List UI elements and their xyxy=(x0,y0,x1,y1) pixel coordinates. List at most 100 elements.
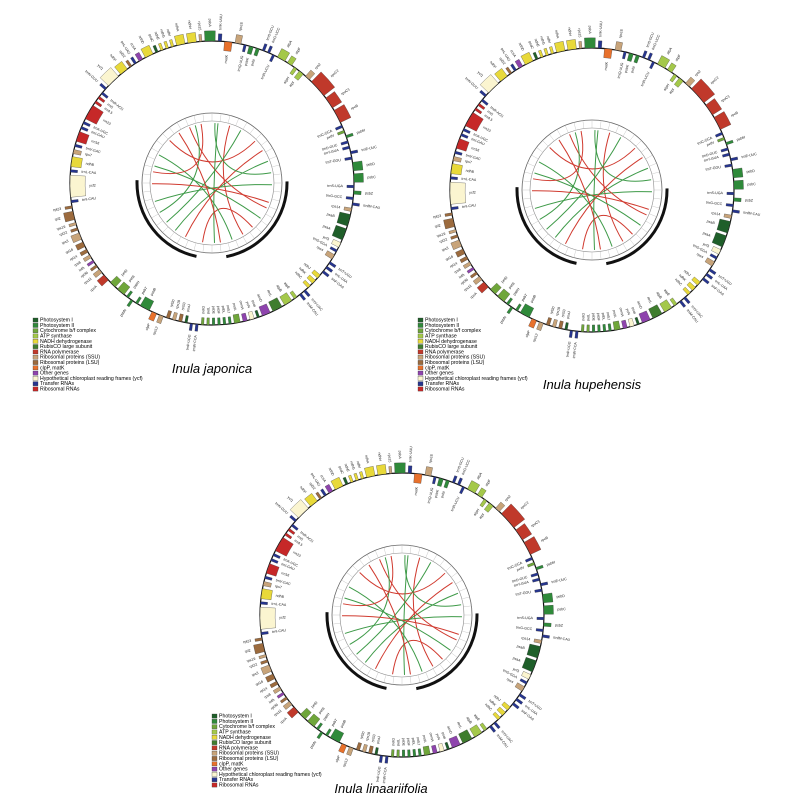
gene-block xyxy=(282,701,293,710)
gc-ring-inner xyxy=(529,127,655,253)
gene-label: rps7 xyxy=(465,159,473,164)
gene-block xyxy=(247,45,254,55)
gene-label: rpoC1 xyxy=(720,94,730,103)
gene-label: accD xyxy=(446,725,453,734)
gene-block xyxy=(90,264,98,272)
gc-tick xyxy=(531,154,539,160)
legend-swatch xyxy=(211,761,218,767)
gene-label: psbM xyxy=(546,560,556,567)
gc-tick xyxy=(193,242,197,251)
gene-block xyxy=(305,69,316,80)
gene-block xyxy=(621,319,628,329)
gene-label: rpoB xyxy=(730,110,739,117)
gene-label: psbT xyxy=(521,292,529,302)
gene-label: rps19 xyxy=(246,657,256,663)
repeat-link xyxy=(538,161,613,247)
gene-block xyxy=(335,124,343,131)
legend-label: Transfer RNAs xyxy=(40,381,75,387)
gene-block xyxy=(333,104,352,123)
gene-label: psbI xyxy=(630,66,636,74)
gene-label: clpP xyxy=(525,329,532,338)
gene-label: ndhB xyxy=(85,162,94,167)
gene-label: matK xyxy=(604,61,609,70)
gene-block xyxy=(422,745,431,756)
gene-label: psaB xyxy=(326,212,336,218)
repeat-link xyxy=(594,130,652,182)
legend-label: RNA polymerase xyxy=(219,745,258,751)
gene-block xyxy=(114,61,128,75)
gene-label: psbA xyxy=(208,19,212,28)
gc-tick xyxy=(622,243,628,251)
gene-label: rpoC1 xyxy=(530,519,540,528)
gene-block xyxy=(477,487,487,498)
gene-block xyxy=(546,317,552,326)
legend-swatch xyxy=(32,317,39,323)
gc-tick xyxy=(445,658,452,665)
gene-block xyxy=(70,227,79,233)
gene-block xyxy=(345,196,354,200)
gene-block xyxy=(724,163,733,168)
gene-block xyxy=(682,286,691,295)
repeat-link xyxy=(348,586,423,672)
gene-block xyxy=(284,532,293,540)
gc-tick xyxy=(341,645,349,651)
gene-block xyxy=(311,71,335,96)
gene-label: psbI xyxy=(250,59,256,67)
gene-block xyxy=(597,40,603,49)
gc-tick xyxy=(524,171,533,175)
gene-block xyxy=(126,290,133,299)
gene-block xyxy=(407,465,413,474)
gene-label: rpl32 xyxy=(308,482,316,491)
gene-label: ccsA xyxy=(509,49,517,58)
gene-block xyxy=(711,232,727,248)
gene-label: psbB xyxy=(340,719,348,729)
gene-label: rpl14 xyxy=(69,254,78,261)
gene-label: trnS-GGA xyxy=(312,236,328,247)
gene-label: trnW-CCA xyxy=(192,334,198,351)
gene-label: trnE-UUC xyxy=(551,577,567,584)
gene-label: psbC xyxy=(557,607,566,611)
gene-block xyxy=(376,464,387,476)
gene-block xyxy=(206,317,210,326)
gene-block xyxy=(704,257,715,267)
gene-block xyxy=(359,471,365,480)
gene-block xyxy=(254,637,263,642)
gc-ring-inner xyxy=(339,552,465,678)
gene-block xyxy=(720,147,729,153)
gene-label: rrn23 xyxy=(482,125,491,133)
gene-label: atpE xyxy=(283,281,291,290)
gene-label: trnS-GCU xyxy=(266,25,276,42)
legend-label: clpP, matK xyxy=(40,365,65,371)
species-title-3: Inula linaariifolia xyxy=(334,781,427,796)
gene-block xyxy=(204,30,216,42)
legend-label: Cytochrome b/f complex xyxy=(40,328,96,334)
gene-label: rps2 xyxy=(314,62,322,70)
gene-block xyxy=(321,270,330,278)
gene-label: rps12 xyxy=(152,326,159,336)
gene-block xyxy=(270,558,279,564)
gc-tick xyxy=(359,664,365,671)
gene-label: cemA xyxy=(428,732,434,742)
gene-block xyxy=(501,701,511,711)
legend-swatch xyxy=(32,328,39,333)
gc-tick xyxy=(273,173,282,176)
gene-label: atpA xyxy=(286,39,293,48)
gc-tick xyxy=(142,190,151,193)
gene-label: rrn4.5 xyxy=(103,107,113,116)
gene-label: rps11 xyxy=(463,284,472,293)
gene-label: ycf3 xyxy=(512,667,520,673)
gc-tick xyxy=(463,605,472,608)
gene-label: trnD-GUC xyxy=(321,143,338,152)
gene-label: ycf1 xyxy=(477,70,484,78)
gc-tick xyxy=(375,550,379,558)
gene-label: rpl36 xyxy=(270,703,279,711)
gene-label: petB xyxy=(508,281,516,290)
gene-label: trnS-UGA xyxy=(707,191,723,195)
legend-label: ATP synthase xyxy=(425,334,457,340)
legend-label: Photosystem I xyxy=(40,318,73,324)
gene-block xyxy=(530,572,539,578)
gene-block xyxy=(315,491,323,500)
gene-block xyxy=(286,706,299,719)
